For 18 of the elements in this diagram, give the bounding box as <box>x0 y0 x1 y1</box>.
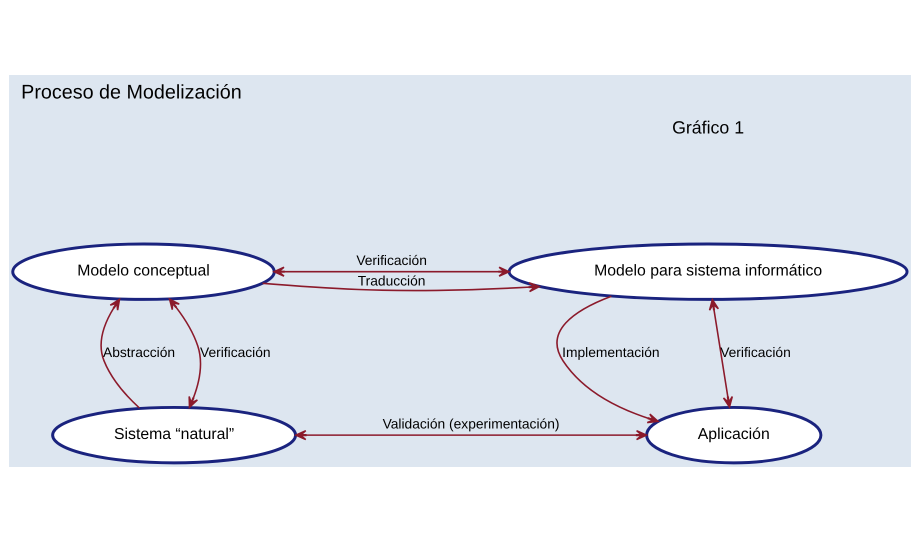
edge-label: Validación (experimentación) <box>382 415 560 432</box>
edge-label: Implementación <box>562 344 660 360</box>
arrow <box>100 298 140 409</box>
node-ellipse: Sistema “natural” <box>51 406 298 464</box>
arrow <box>708 298 734 408</box>
arrow <box>168 298 202 408</box>
diagram-title: Proceso de Modelización <box>21 82 242 104</box>
edge-label: Verificación <box>200 344 271 360</box>
edge-label: Verificación <box>356 252 427 268</box>
arrow <box>556 296 659 424</box>
arrow <box>295 430 648 440</box>
edge-label: Traducción <box>358 272 426 289</box>
edge-label: Abstracción <box>103 344 176 360</box>
arrow <box>262 282 540 292</box>
arrow <box>273 266 510 277</box>
node-ellipse: Modelo para sistema informático <box>508 242 909 301</box>
label: Gráfico 1 <box>672 118 744 138</box>
node-ellipse: Modelo conceptual <box>11 242 276 301</box>
